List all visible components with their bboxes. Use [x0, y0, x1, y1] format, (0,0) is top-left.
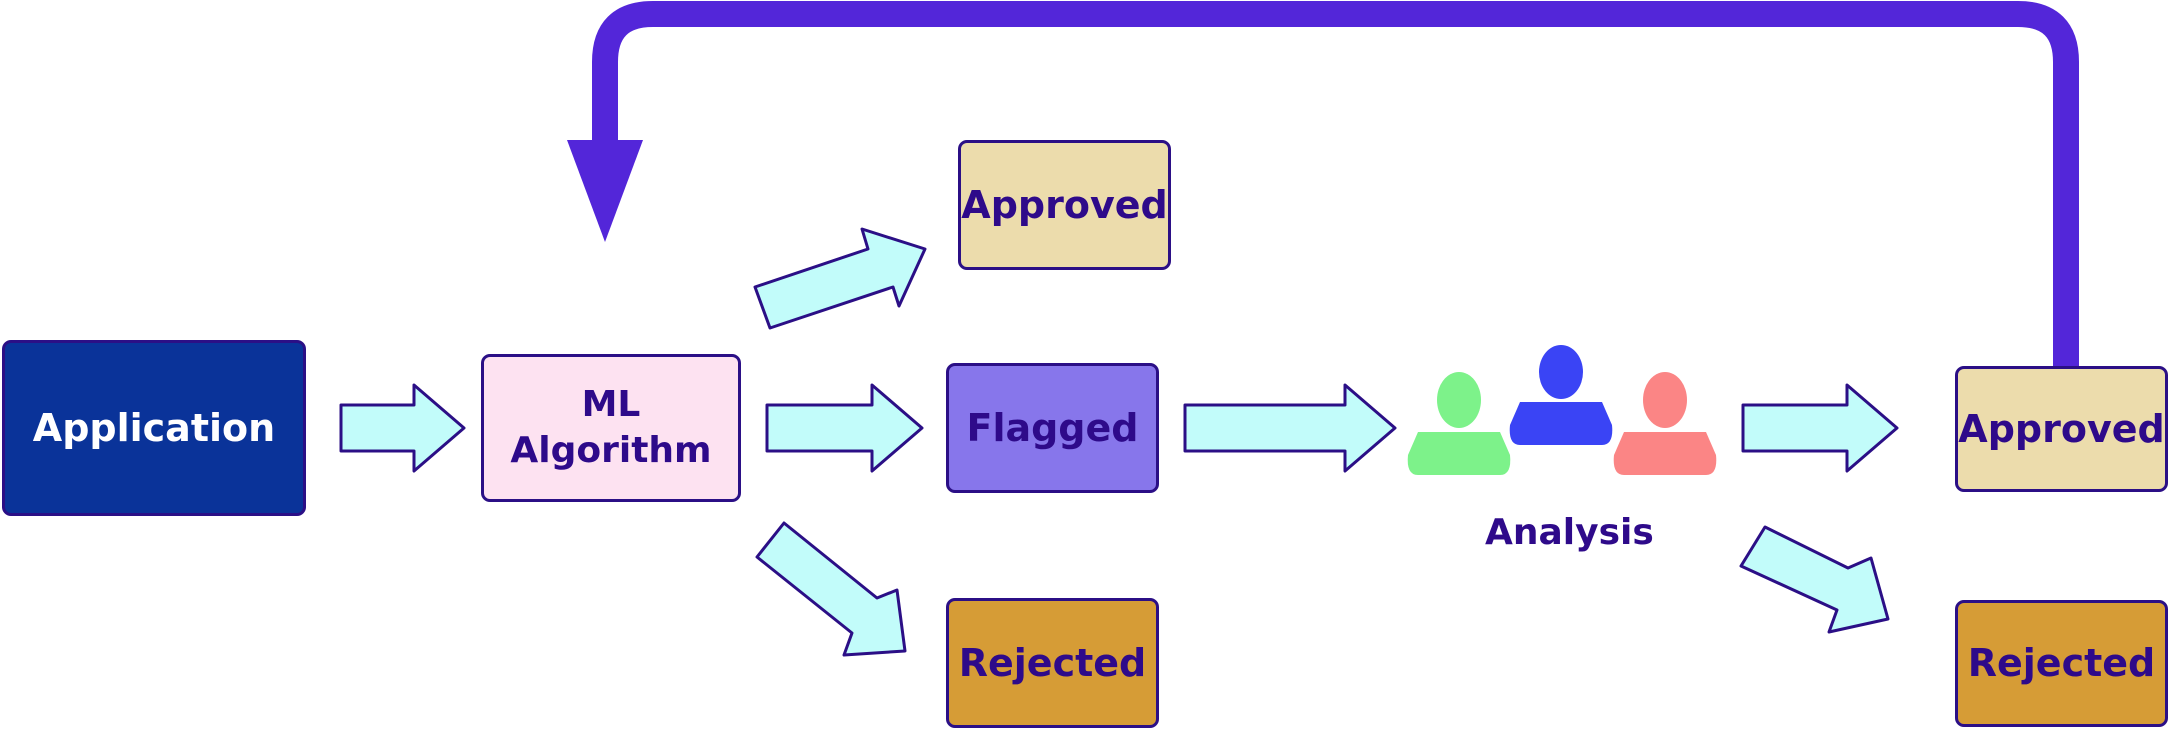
rejected-node-right: Rejected [1955, 600, 2168, 727]
analysis-label: Analysis [1485, 512, 1654, 553]
person-icon-green [1407, 372, 1511, 475]
arrow-ml-to-approved [753, 227, 927, 330]
arrow-ml-to-rejected [755, 521, 907, 657]
approved-node-right: Approved [1955, 366, 2168, 492]
arrow-analysis-to-approved [1741, 383, 1899, 473]
application-label: Application [32, 405, 276, 450]
approved-top-label: Approved [961, 182, 1168, 227]
application-node: Application [2, 340, 306, 516]
flagged-node: Flagged [946, 363, 1159, 493]
rejected-right-label: Rejected [1967, 641, 2156, 686]
ml-label-line2: Algorithm [510, 430, 712, 471]
arrow-flagged-to-analysis [1183, 383, 1397, 473]
ml-algorithm-node: ML Algorithm [481, 354, 741, 502]
person-icon-blue [1509, 345, 1613, 445]
rejected-node-mid: Rejected [946, 598, 1159, 728]
feedback-arrowhead [567, 140, 643, 242]
feedback-loop-arrow [592, 1, 2079, 366]
approved-node-top: Approved [958, 140, 1171, 270]
flagged-label: Flagged [966, 405, 1139, 450]
approved-right-label: Approved [1958, 406, 2165, 451]
arrow-analysis-to-rejected [1739, 525, 1890, 634]
arrow-ml-to-flagged [765, 383, 924, 473]
rejected-mid-label: Rejected [958, 640, 1147, 685]
person-icon-red [1613, 372, 1717, 475]
ml-label-line1: ML [581, 383, 641, 425]
arrow-application-to-ml [339, 383, 466, 473]
